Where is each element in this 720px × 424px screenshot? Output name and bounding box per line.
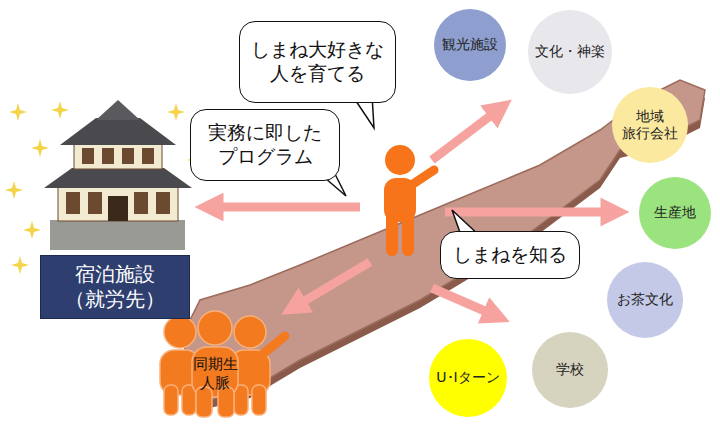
node-text: 学校 (556, 361, 584, 379)
category-circle: 地域 旅行会社 (612, 87, 688, 163)
person-figure (384, 145, 434, 256)
lodging-box: 宿泊施設 （就労先） (40, 255, 190, 319)
node-text: お茶文化 (617, 291, 673, 309)
category-circle: 学校 (532, 332, 608, 408)
node-text: しまねを知る (453, 243, 567, 267)
speech-bubble: しまねを知る (440, 231, 580, 279)
speech-bubble: しまね大好きな 人を育てる (239, 21, 396, 103)
node-text: 実務に即した プログラム (208, 121, 322, 169)
node-text: U･Iターン (436, 369, 499, 387)
category-circle: U･Iターン (429, 339, 507, 417)
node-text: 同期生 人脈 (193, 355, 238, 393)
peer-group-label: 同期生 人脈 (185, 352, 245, 396)
node-text: 文化・神楽 (535, 43, 605, 61)
node-text: 宿泊施設 （就労先） (65, 262, 165, 312)
category-circle: お茶文化 (607, 262, 683, 338)
node-text: 観光施設 (442, 36, 498, 54)
node-text: 生産地 (654, 204, 696, 222)
inn-building (44, 100, 192, 250)
sparkles (5, 101, 205, 274)
category-circle: 観光施設 (434, 9, 506, 81)
node-text: しまね大好きな 人を育てる (251, 38, 384, 86)
peer-figures (160, 311, 285, 417)
node-text: 地域 旅行会社 (622, 108, 678, 143)
category-circle: 生産地 (639, 177, 711, 249)
speech-bubble: 実務に即した プログラム (190, 109, 340, 181)
bubble-tails (318, 95, 482, 238)
category-circle: 文化・神楽 (528, 10, 612, 94)
